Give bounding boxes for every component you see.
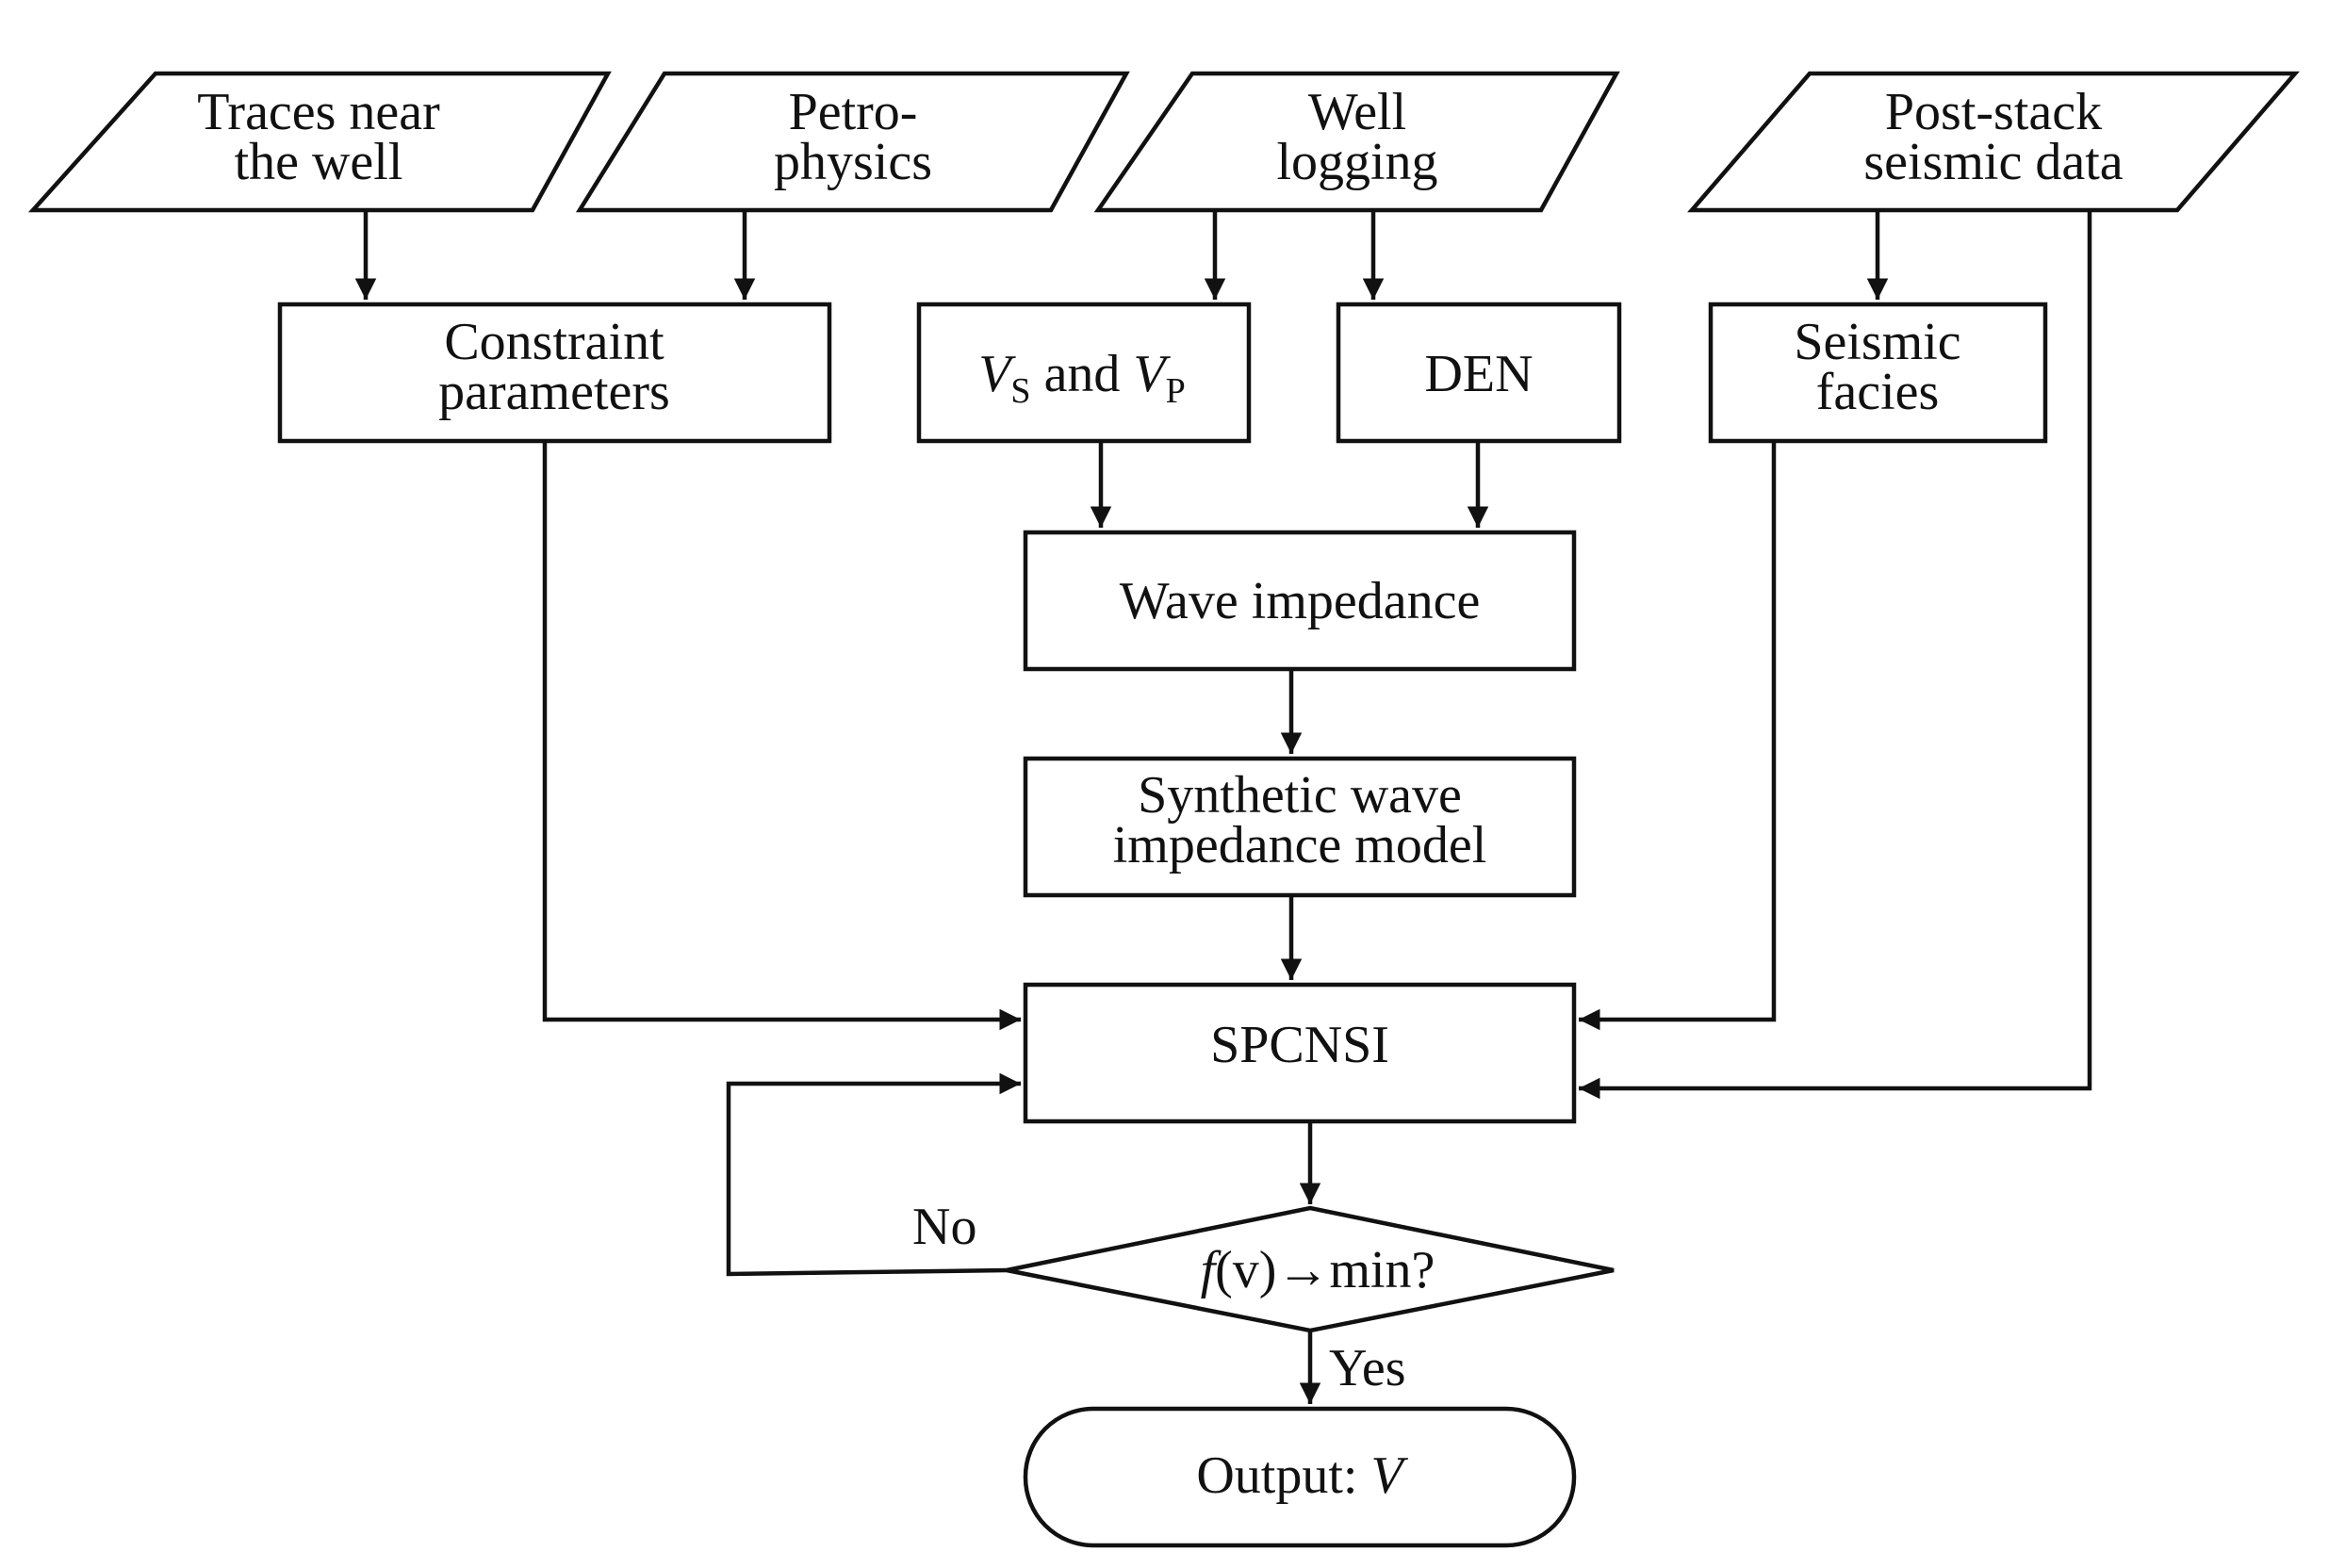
petro-line2: physics xyxy=(774,133,932,191)
synthetic-line2: impedance model xyxy=(1113,816,1487,874)
vs-vp-label: VS and VP xyxy=(978,345,1186,411)
decision-rest: min? xyxy=(1329,1241,1435,1299)
petro-line1: Petro- xyxy=(789,83,918,141)
box-vs-vp: VS and VP xyxy=(916,302,1252,444)
terminal-output: Output: V xyxy=(1023,1406,1577,1548)
box-seismic-facies: Seismic facies xyxy=(1708,302,2048,444)
vp-subscript: P xyxy=(1166,371,1186,411)
spcnsi-label: SPCNSI xyxy=(1210,1016,1389,1074)
arrow-decision-no-loop xyxy=(726,1072,1021,1277)
wave-impedance-label: Wave impedance xyxy=(1120,572,1481,630)
traces-line2: the well xyxy=(235,133,403,191)
constraint-line2: parameters xyxy=(438,363,670,421)
vs-vp-and: and xyxy=(1031,345,1134,403)
vp-symbol: V xyxy=(1133,345,1171,403)
arrow-facies-to-spcnsi xyxy=(1579,441,1777,1031)
decision-diamond: f(v)→min? xyxy=(1006,1205,1615,1333)
input-petrophysics: Petro- physics xyxy=(575,71,1130,213)
box-synthetic-model: Synthetic wave impedance model xyxy=(1023,756,1577,898)
den-label: DEN xyxy=(1424,345,1533,403)
constraint-line1: Constraint xyxy=(444,313,664,371)
box-wave-impedance: Wave impedance xyxy=(1023,530,1577,672)
traces-line1: Traces near xyxy=(197,83,440,141)
connectors xyxy=(354,210,2092,1404)
input-post-stack-seismic: Post-stack seismic data xyxy=(1687,71,2300,213)
box-constraint-parameters: Constraint parameters xyxy=(277,302,832,444)
vs-subscript: S xyxy=(1010,371,1030,411)
seismic-facies-line1: Seismic xyxy=(1794,313,1960,371)
arrow-constraint-to-spcnsi xyxy=(542,441,1021,1031)
post-stack-line2: seismic data xyxy=(1863,133,2123,191)
well-logging-line2: logging xyxy=(1276,133,1437,191)
box-den: DEN xyxy=(1336,302,1622,444)
input-traces-near-well: Traces near the well xyxy=(27,71,612,213)
output-prefix: Output: xyxy=(1196,1446,1370,1505)
arrow-poststack-to-spcnsi xyxy=(1579,210,2092,1100)
seismic-facies-line2: facies xyxy=(1816,363,1940,421)
yes-label: Yes xyxy=(1329,1339,1405,1397)
decision-arrow: → xyxy=(1276,1241,1329,1299)
vs-symbol: V xyxy=(978,345,1016,403)
well-logging-line1: Well xyxy=(1308,83,1406,141)
post-stack-line1: Post-stack xyxy=(1885,83,2102,141)
output-var: V xyxy=(1370,1446,1408,1505)
synthetic-line1: Synthetic wave xyxy=(1138,766,1462,825)
box-spcnsi: SPCNSI xyxy=(1023,982,1577,1124)
decision-arg: (v) xyxy=(1215,1241,1276,1299)
no-label: No xyxy=(912,1198,976,1256)
decision-label: f(v)→min? xyxy=(1201,1241,1435,1299)
output-label: Output: V xyxy=(1196,1446,1408,1505)
input-well-logging: Well logging xyxy=(1093,71,1620,213)
